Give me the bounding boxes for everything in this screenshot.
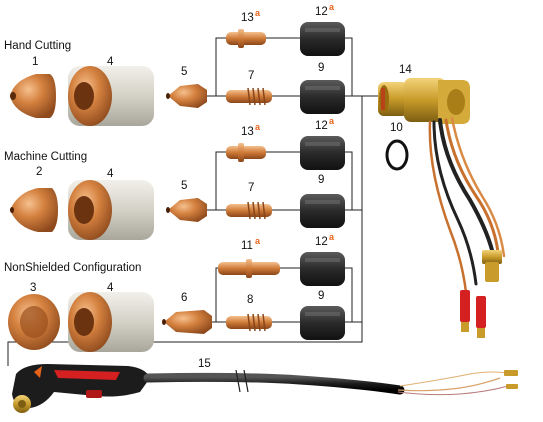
part-number-label: 15 xyxy=(198,358,211,370)
part-6-nozzle xyxy=(162,310,212,334)
part-number-label: 12 xyxy=(315,120,328,132)
superscript-a: a xyxy=(329,2,335,12)
part-number-label: 4 xyxy=(107,282,114,294)
part-number-label: 9 xyxy=(318,290,325,302)
part-13-electrode xyxy=(226,29,266,48)
part-4-retaining-cup xyxy=(68,66,154,126)
superscript-a: a xyxy=(329,116,335,126)
part-number-label: 10 xyxy=(390,122,403,134)
part-9-swirl-ring xyxy=(300,194,345,228)
part-number-label: 9 xyxy=(318,62,325,74)
part-number-label: 2 xyxy=(36,166,43,178)
part-5-nozzle xyxy=(166,84,207,108)
part-number-label: 13 xyxy=(241,12,254,24)
part-number-label: 8 xyxy=(247,294,254,306)
part-number-label: 13 xyxy=(241,126,254,138)
section-title-hand-cutting: Hand Cutting xyxy=(4,40,72,52)
superscript-a: a xyxy=(255,122,261,132)
part-number-label: 1 xyxy=(32,56,39,68)
superscript-a: a xyxy=(329,232,335,242)
part-4-retaining-cup xyxy=(68,292,154,352)
part-number-label: 5 xyxy=(181,180,188,192)
part-8-electrode xyxy=(226,313,272,332)
part-number-label: 12 xyxy=(315,6,328,18)
section-title-machine-cutting: Machine Cutting xyxy=(4,151,88,163)
part-number-label: 4 xyxy=(107,168,114,180)
part-1-shield xyxy=(10,74,56,118)
part-14-torch-head xyxy=(378,78,470,124)
part-4-retaining-cup xyxy=(68,180,154,240)
part-number-label: 12 xyxy=(315,236,328,248)
part-2-shield xyxy=(10,188,58,232)
part-number-label: 6 xyxy=(181,292,188,304)
superscript-a: a xyxy=(255,8,261,18)
part-number-label: 7 xyxy=(248,182,255,194)
gas-fitting xyxy=(482,250,502,282)
part-7-electrode xyxy=(226,87,272,106)
part-number-label: 5 xyxy=(181,66,188,78)
part-9-swirl-ring xyxy=(300,80,345,114)
part-number-label: 11 xyxy=(241,240,253,252)
part-number-label: 4 xyxy=(107,56,114,68)
part-number-label: 3 xyxy=(30,282,37,294)
part-number-label: 14 xyxy=(399,64,412,76)
part-7-electrode xyxy=(226,201,272,220)
part-12-swirl-ring xyxy=(300,136,345,170)
part-12-swirl-ring xyxy=(300,252,345,286)
torch-leads xyxy=(428,116,506,294)
part-13-electrode xyxy=(226,143,266,162)
part-12-swirl-ring xyxy=(300,22,345,56)
section-title-nonshielded: NonShielded Configuration xyxy=(4,262,142,274)
connector-lines xyxy=(7,37,380,366)
superscript-a: a xyxy=(255,236,261,246)
part-10-o-ring xyxy=(385,139,409,171)
part-number-label: 9 xyxy=(318,174,325,186)
part-15-hand-torch xyxy=(12,364,518,413)
red-connectors xyxy=(460,290,486,338)
part-number-label: 7 xyxy=(248,70,255,82)
part-3-deflector xyxy=(8,294,60,350)
part-11-electrode xyxy=(218,259,280,278)
part-9-swirl-ring xyxy=(300,306,345,340)
part-5-nozzle xyxy=(166,198,207,222)
